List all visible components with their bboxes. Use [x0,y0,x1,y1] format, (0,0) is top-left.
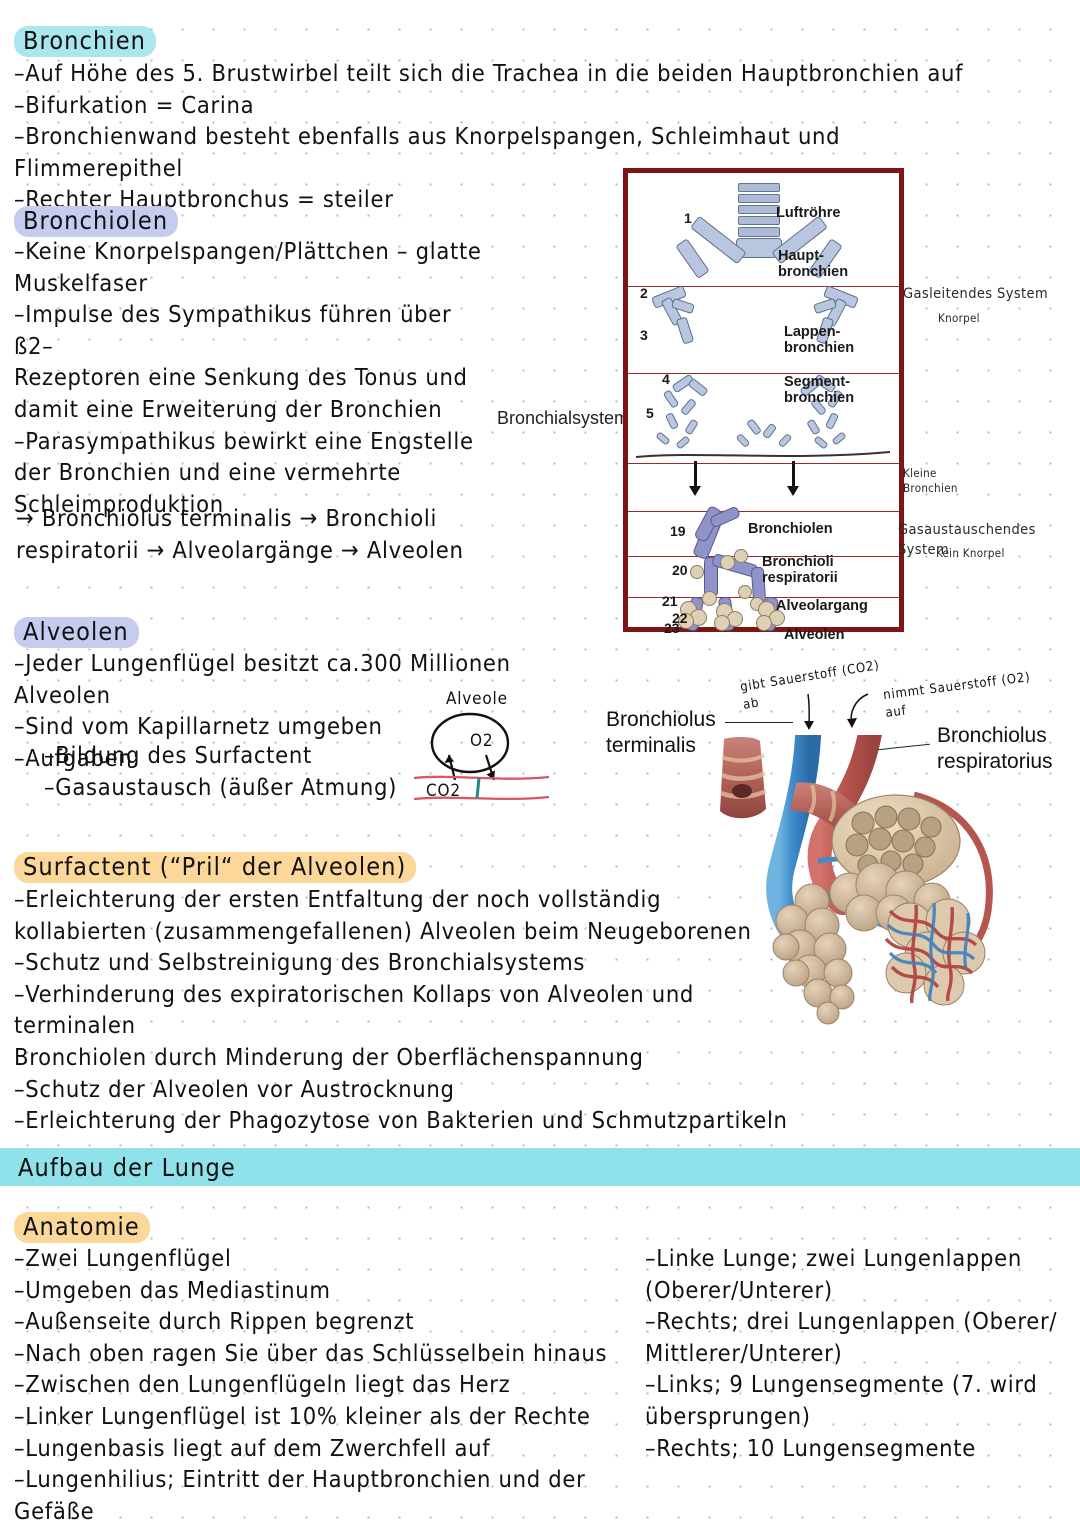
diagram-label-segmentbronchien: Segment- bronchien [784,374,855,406]
alveolar-sac [702,591,717,606]
diagram-number-2: 2 [640,285,648,301]
section-alveolen: Alveolen [14,617,139,648]
diagram-label-alveolen: Alveolen [784,627,845,643]
alveolar-cluster-capillary [884,898,986,1006]
bronchien-body: –Auf Höhe des 5. Brustwirbel teilt sich … [14,59,964,214]
diagram-label-bronchioli-respiratorii: Bronchioli respiratorii [762,554,838,586]
bronchiolus-terminalis-shape [720,737,768,819]
diagram-label-alveolargang: Alveolargang [776,598,868,614]
diagram-number-4: 4 [662,371,670,387]
alveole-sketch-co2: CO2 [426,781,461,801]
diagram-number-22: 22 [672,610,688,626]
flow-arrow-right [787,461,799,496]
segmental-bronchus [655,431,671,446]
annotation-arrows [804,693,869,730]
label-bronchiolus-terminalis: Bronchiolus terminalis [606,708,716,757]
heading-anatomie: Anatomie [14,1212,150,1243]
banner-label: Aufbau der Lunge [18,1153,236,1182]
diagram-number-23: 23 [664,620,680,636]
banner-aufbau-der-lunge: Aufbau der Lunge [0,1148,1080,1186]
alveolen-subitems: –Bildung des Surfactent –Gasaustausch (ä… [44,741,398,801]
diagram-number-19: 19 [670,523,686,539]
alveole-sketch-o2: O2 [470,731,494,751]
segmental-bronchus [684,418,699,436]
alveoli-cluster [714,615,730,631]
alveolus-anatomical-figure [700,682,1060,1055]
side-note-kein-knorpel: Kein Knorpel [936,546,1005,560]
segmental-bronchus [831,431,847,446]
segmental-bronchus [761,422,778,440]
segmental-bronchus [687,377,709,398]
alveole-sketch: Alveole O2 CO2 [408,689,558,807]
diagram-divider [628,463,899,464]
trachea-ring [738,216,780,225]
section-bronchien: Bronchien [14,26,157,57]
bronchiolen-chain: → Bronchiolus terminalis → Bronchioli re… [16,504,464,564]
diagram-number-20: 20 [672,562,688,578]
diagram-divider [628,556,899,557]
trachea-ring [738,194,780,203]
anatomie-left-column: –Zwei Lungenflügel –Umgeben das Mediasti… [14,1244,608,1525]
segmental-bronchus [679,397,698,417]
diagram-number-1: 1 [684,210,692,226]
alveoli-cluster [756,615,772,631]
diagram-label-hauptbronchien: Haupt- bronchien [778,248,849,280]
alveolar-sac [738,585,752,599]
leader-line-terminalis [725,722,793,724]
alveole-sketch-label: Alveole [446,689,508,709]
bronchialsystem-caption: Bronchialsystem [497,408,630,428]
diagram-divider [628,286,899,287]
section-anatomie: Anatomie [14,1212,150,1243]
side-note-kleine-bronchien: Kleine Bronchien [903,466,958,495]
anatomie-right-column: –Linke Lunge; zwei Lungenlappen (Oberer/… [645,1244,1058,1462]
alveolar-sac [720,555,735,570]
section-bronchiolen: Bronchiolen [14,206,179,237]
heading-alveolen: Alveolen [14,617,139,648]
diagram-number-21: 21 [662,593,678,609]
side-note-gasaustauschendes-system: Gasaustauschendes System [898,522,1036,558]
diagram-horizon-line [635,451,891,458]
alveolen-body: –Jeder Lungenflügel besitzt ca.300 Milli… [14,649,511,772]
alveoli-cluster [678,613,694,629]
segmental-bronchus [806,418,821,436]
diagram-label-bronchiolen: Bronchiolen [748,521,833,537]
segmental-bronchus [824,412,840,430]
diagram-number-3: 3 [640,327,648,343]
heading-surfactent: Surfactent (“Pril“ der Alveolen) [14,852,417,883]
trachea-ring [738,227,780,237]
side-note-gasleitendes-system: Gasleitendes System [903,286,1049,302]
surfactent-body: –Erleichterung der ersten Entfaltung der… [14,885,788,1135]
diagram-label-luftroehre: Luftröhre [776,205,841,221]
trachea-ring [738,205,780,214]
side-note-knorpel: Knorpel [938,311,980,325]
segmental-bronchus [745,418,763,436]
alveolar-cluster-left [772,883,855,1025]
bronchial-system-diagram: 1 2 3 4 5 19 20 21 22 23 Luftröhre Haupt… [623,168,904,643]
main-bronchus-left-distal [675,238,710,280]
alveolar-sac [690,565,704,579]
alveolar-sac [734,549,748,563]
segmental-bronchus [664,412,680,430]
heading-bronchien: Bronchien [14,26,157,57]
flow-arrow-left [689,461,701,496]
diagram-divider [628,511,899,512]
bronchiolen-body: –Keine Knorpelspangen/Plättchen – glatte… [14,237,482,518]
label-bronchiolus-respiratorius: Bronchiolus respiratorius [937,724,1053,773]
lobar-bronchus [675,316,695,345]
diagram-label-lappenbronchien: Lappen- bronchien [784,324,855,356]
diagram-number-5: 5 [646,405,654,421]
trachea-ring [738,183,780,192]
heading-bronchiolen: Bronchiolen [14,206,179,237]
diagram-divider [628,373,899,374]
section-surfactent: Surfactent (“Pril“ der Alveolen) [14,852,417,883]
alveolar-sac-cutaway [831,794,961,888]
